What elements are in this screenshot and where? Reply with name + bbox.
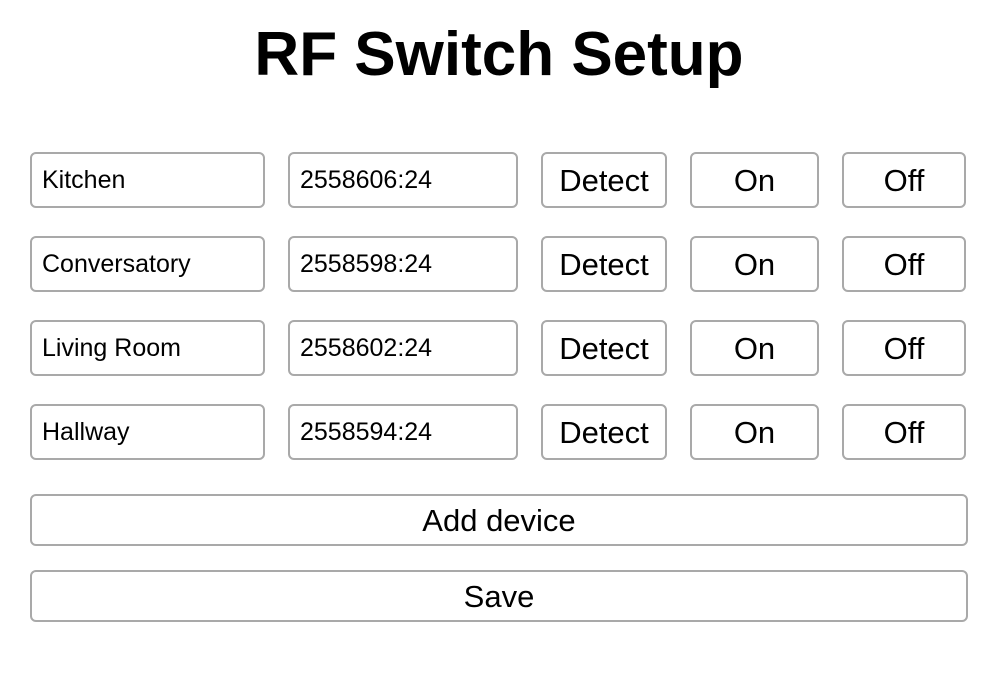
device-row: Detect On Off (30, 404, 968, 461)
detect-button[interactable]: Detect (541, 152, 667, 209)
detect-button[interactable]: Detect (541, 320, 667, 377)
main-content: Detect On Off Detect On Off Detect On Of… (0, 152, 998, 623)
device-name-input[interactable] (30, 404, 265, 461)
device-row: Detect On Off (30, 236, 968, 293)
add-device-button[interactable]: Add device (30, 494, 968, 547)
on-button[interactable]: On (690, 236, 819, 293)
device-name-input[interactable] (30, 236, 265, 293)
on-button[interactable]: On (690, 152, 819, 209)
device-code-input[interactable] (288, 320, 518, 377)
off-button[interactable]: Off (842, 152, 966, 209)
device-list: Detect On Off Detect On Off Detect On Of… (30, 152, 968, 488)
device-code-input[interactable] (288, 236, 518, 293)
off-button[interactable]: Off (842, 236, 966, 293)
page-title: RF Switch Setup (254, 20, 744, 89)
on-button[interactable]: On (690, 320, 819, 377)
device-name-input[interactable] (30, 320, 265, 377)
device-row: Detect On Off (30, 152, 968, 209)
device-name-input[interactable] (30, 152, 265, 209)
off-button[interactable]: Off (842, 404, 966, 461)
detect-button[interactable]: Detect (541, 404, 667, 461)
device-code-input[interactable] (288, 152, 518, 209)
device-code-input[interactable] (288, 404, 518, 461)
detect-button[interactable]: Detect (541, 236, 667, 293)
on-button[interactable]: On (690, 404, 819, 461)
off-button[interactable]: Off (842, 320, 966, 377)
save-button[interactable]: Save (30, 570, 968, 623)
device-row: Detect On Off (30, 320, 968, 377)
